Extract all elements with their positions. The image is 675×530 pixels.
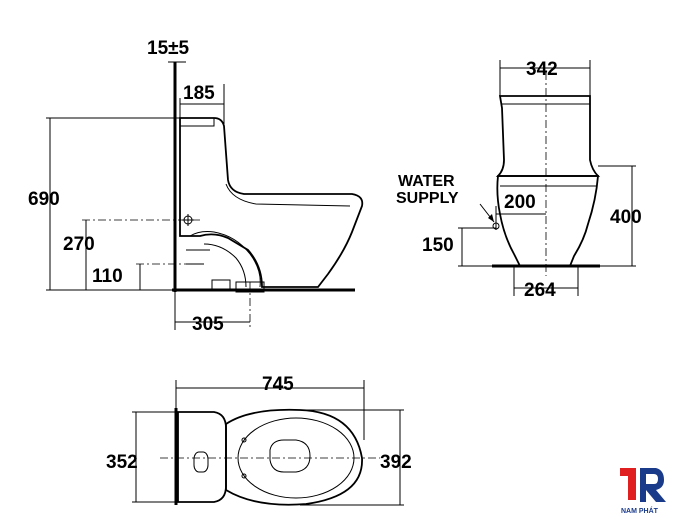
bowl-opening	[269, 439, 311, 473]
tank-lid-line	[180, 118, 215, 127]
supply-leader-arrow	[488, 214, 494, 222]
dim-front-tank-width: 342	[526, 59, 558, 80]
dim-top-length: 745	[262, 374, 294, 395]
dim-seat-height: 400	[610, 207, 642, 228]
tank-front-outline	[495, 95, 601, 177]
tank-top-outline	[177, 411, 227, 503]
front-view: 342 WATER SUPPLY 200 400 150 264	[396, 59, 642, 301]
bowl-top-outline	[225, 408, 363, 506]
dim-top-tank-width: 352	[106, 452, 138, 473]
dim-outlet-height: 110	[92, 266, 123, 287]
logo-name: NAM PHÁT	[621, 506, 659, 515]
dim-rough-in: 305	[192, 314, 224, 335]
flush-button	[193, 451, 209, 473]
side-view: 15±5 185 690 270 110 305	[28, 38, 364, 335]
water-supply-label-2: SUPPLY	[396, 190, 459, 207]
dim-wall-offset: 15±5	[147, 38, 190, 59]
seat-line	[225, 183, 351, 207]
dim-top-bowl-width: 392	[380, 452, 412, 473]
nam-phat-logo: NAM PHÁT	[620, 468, 666, 515]
toilet-side-outline	[179, 117, 364, 288]
logo-blue-mark	[640, 468, 666, 502]
logo-red-mark	[620, 468, 636, 500]
seat-hinge-1	[241, 437, 247, 443]
dim-tank-depth: 185	[183, 83, 215, 104]
dim-supply-offset: 200	[504, 192, 536, 213]
floor-bolt	[211, 279, 231, 291]
dim-base-width: 264	[524, 280, 556, 301]
top-view: 745 352 392	[106, 374, 412, 506]
seat-hinge-2	[241, 473, 247, 479]
dim-supply-valve-height: 150	[422, 235, 454, 256]
dim-total-height: 690	[28, 189, 60, 210]
dim-supply-height: 270	[63, 234, 95, 255]
trapway	[186, 231, 261, 288]
bowl-front-outline	[496, 175, 599, 267]
water-supply-label-1: WATER	[398, 173, 455, 190]
